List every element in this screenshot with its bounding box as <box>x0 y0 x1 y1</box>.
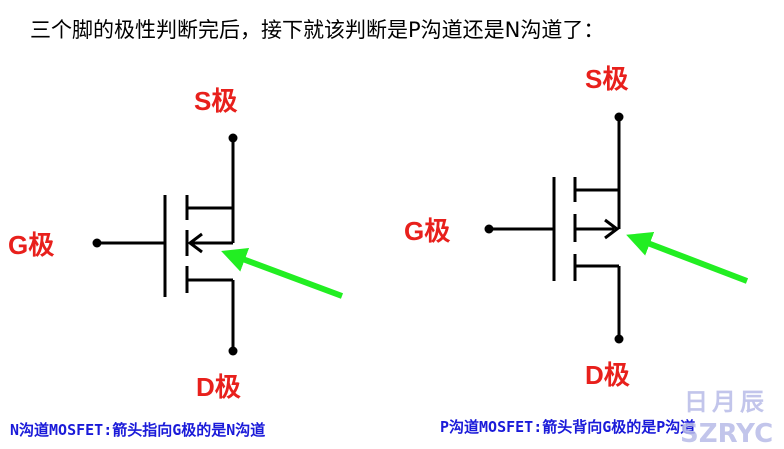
p-body-arrowhead <box>604 218 620 240</box>
n-source-label: S极 <box>194 86 238 116</box>
n-channel-caption: N沟道MOSFET:箭头指向G极的是N沟道 <box>10 421 266 439</box>
n-drain-terminal <box>228 346 238 356</box>
n-drain-label: D极 <box>196 372 241 402</box>
n-body-arrowhead <box>187 232 203 254</box>
p-source-terminal <box>614 112 624 122</box>
n-pointer-arrow <box>221 247 344 299</box>
p-pointer-arrow <box>626 232 749 284</box>
p-source-label: S极 <box>585 64 629 94</box>
watermark-logo-en: SZRYC <box>680 419 774 449</box>
page-heading: 三个脚的极性判断完后，接下就该判断是P沟道还是N沟道了： <box>30 18 605 42</box>
n-source-terminal <box>228 133 238 143</box>
n-channel-mosfet-symbol <box>97 138 235 350</box>
p-drain-label: D极 <box>585 360 630 390</box>
p-gate-label: G极 <box>404 216 451 246</box>
watermark-logo-cn: 日月辰 <box>684 388 768 416</box>
p-channel-caption: P沟道MOSFET:箭头背向G极的是P沟道 <box>440 418 696 436</box>
p-channel-mosfet-symbol <box>489 117 621 338</box>
p-drain-terminal <box>614 334 624 344</box>
n-gate-label: G极 <box>8 230 55 260</box>
n-gate-terminal <box>92 238 102 248</box>
p-gate-terminal <box>484 224 494 234</box>
